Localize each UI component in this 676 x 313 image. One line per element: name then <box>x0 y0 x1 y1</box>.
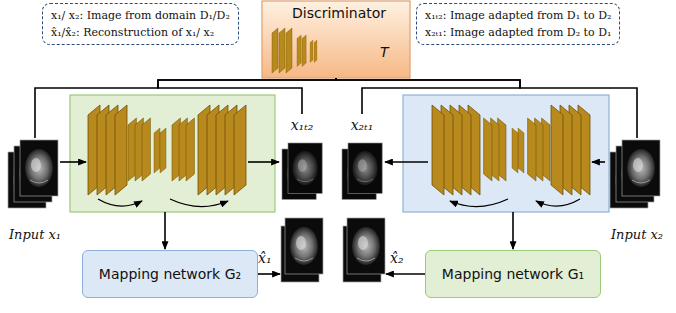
image-label: x₁ₜ₂ <box>291 117 314 134</box>
mri-slice <box>348 143 382 193</box>
mri-image <box>343 218 385 282</box>
legend-entry: x₁/ x₂: Image from domain D₁/D₂ <box>51 7 230 24</box>
mri-image <box>281 218 323 282</box>
flow-arrow <box>592 161 605 163</box>
skip-arrow <box>170 199 228 207</box>
skip-arrow <box>98 199 142 206</box>
discriminator-layers <box>272 28 317 73</box>
encoder-decoder <box>432 105 590 195</box>
skip-arrow <box>450 199 508 207</box>
legend-box: x₁/ x₂: Image from domain D₁/D₂x̂₁/x̂₂: … <box>42 3 239 45</box>
layer-plate <box>314 40 317 63</box>
image-label: Input x₂ <box>611 227 663 243</box>
connector <box>158 78 336 114</box>
discriminator-box: DiscriminatorT <box>262 0 410 78</box>
image-node: x₁ₜ₂ <box>280 114 324 206</box>
connector <box>35 78 336 138</box>
layer-plate <box>286 28 292 73</box>
mapping-box: Mapping network G₂ <box>82 250 258 298</box>
encoder-decoder <box>88 105 246 195</box>
flow-arrow <box>60 161 86 163</box>
flow-arrow <box>512 212 514 249</box>
mri-image <box>342 143 382 199</box>
flow-arrows <box>60 162 605 249</box>
image-node: Input x₂ <box>606 138 668 246</box>
layer-plate <box>302 35 306 67</box>
image-node: Input x₁ <box>4 138 66 246</box>
image-label: x̂₂ <box>390 250 404 267</box>
connector <box>336 78 520 114</box>
legend-box: x₁ₜ₂: Image adapted from D₁ to D₂x₂ₜ₁: I… <box>416 3 620 45</box>
image-node: x̂₁ <box>280 212 324 304</box>
legend-entry: x₁ₜ₂: Image adapted from D₁ to D₂ <box>425 7 611 24</box>
mri-image <box>282 143 322 199</box>
flow-arrow <box>385 161 428 163</box>
mri-slice <box>622 140 660 196</box>
legend-entry: x̂₁/x̂₂: Reconstruction of x₁/ x₂ <box>51 24 214 41</box>
skip-arrow <box>536 199 580 206</box>
flow-arrow <box>248 161 279 163</box>
mri-slice <box>288 143 322 193</box>
mri-slice <box>347 218 385 274</box>
mri-image <box>8 140 58 208</box>
mri-slice <box>20 140 58 196</box>
layer-plate <box>297 35 301 67</box>
image-label: x₂ₜ₁ <box>351 117 374 134</box>
block-label: T <box>380 44 389 61</box>
mri-image <box>610 140 660 208</box>
connector <box>258 273 280 275</box>
mapping-box: Mapping network G₁ <box>425 250 601 298</box>
layer-plate <box>310 40 313 63</box>
generator-panel <box>70 95 275 212</box>
image-label: x̂₁ <box>258 250 272 267</box>
connector <box>336 78 637 138</box>
generator-panel <box>403 95 609 212</box>
block-label: Mapping network G₂ <box>99 266 241 283</box>
image-node: x̂₂ <box>342 212 386 304</box>
skip-arrows <box>98 199 580 207</box>
block-label: Discriminator <box>292 5 386 22</box>
layer-plate <box>272 28 278 73</box>
image-node: x₂ₜ₁ <box>340 114 384 206</box>
legend-entry: x₂ₜ₁: Image adapted from D₂ to D₁ <box>425 24 611 41</box>
layer-plate <box>279 28 285 73</box>
image-label: Input x₁ <box>9 227 61 243</box>
discriminator-panel <box>262 1 410 78</box>
flow-arrow <box>164 212 166 249</box>
connector <box>386 273 425 275</box>
block-label: Mapping network G₁ <box>442 266 584 283</box>
mri-slice <box>285 218 323 274</box>
